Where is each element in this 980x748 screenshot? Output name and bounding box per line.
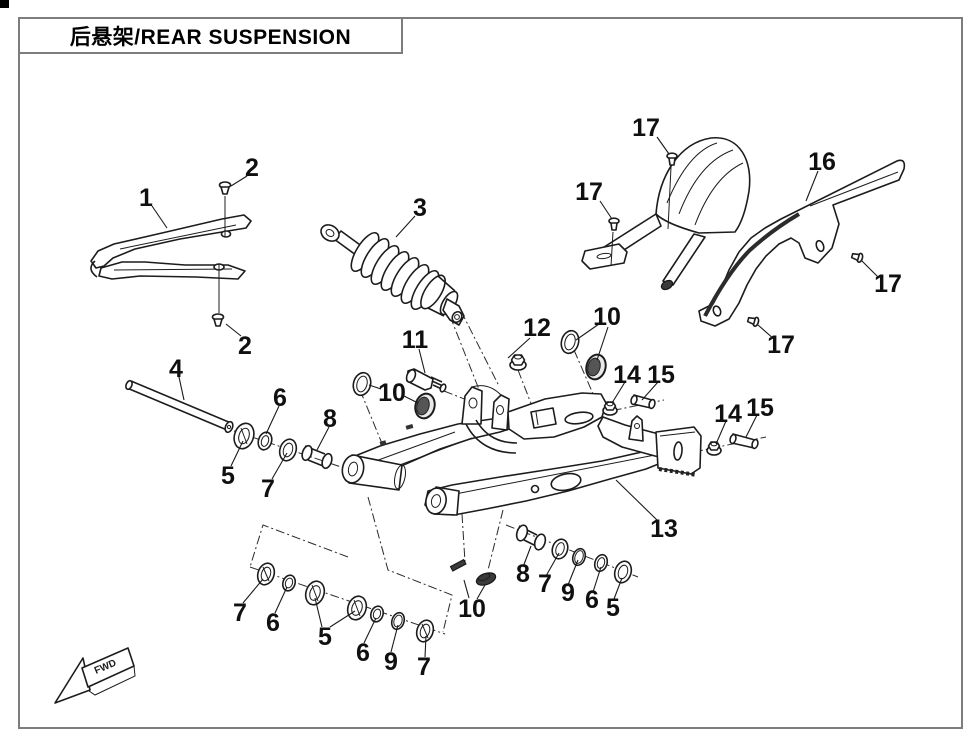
callout-leader-6d — [363, 617, 377, 644]
callout-7d: 7 — [417, 653, 431, 681]
callout-14a: 14 — [613, 361, 641, 389]
callout-15b: 15 — [746, 394, 774, 422]
callout-15a: 15 — [647, 361, 675, 389]
callout-leader-11 — [418, 348, 426, 374]
callout-6c: 6 — [266, 609, 280, 637]
callout-17d: 17 — [767, 331, 795, 359]
callout-3: 3 — [413, 194, 427, 222]
callout-5b: 5 — [606, 594, 620, 622]
callout-leader-10b — [575, 323, 600, 341]
callout-11: 11 — [402, 326, 429, 354]
callout-leader-17c — [860, 259, 879, 278]
callout-12: 12 — [523, 314, 551, 342]
callout-7c: 7 — [233, 599, 247, 627]
callout-5c: 5 — [318, 623, 332, 651]
callout-leader-10b — [596, 326, 609, 361]
corner-mark — [0, 0, 9, 8]
nut-pin-pair-rear — [706, 433, 759, 456]
callout-leader-6a — [265, 405, 280, 435]
callout-leader-2a — [230, 175, 248, 187]
swingarm — [341, 385, 702, 516]
seal-and-cap-right — [560, 329, 607, 381]
callout-leader-7d — [424, 635, 427, 658]
callout-14b: 14 — [714, 400, 742, 428]
callout-6a: 6 — [273, 384, 287, 412]
linkage-bolt — [405, 368, 447, 393]
page-title: 后悬架/REAR SUSPENSION — [69, 25, 352, 49]
callout-leader-6b — [592, 566, 602, 593]
linkage-nut — [509, 354, 527, 371]
callout-10a: 10 — [378, 379, 406, 407]
callout-leader-14b — [715, 420, 727, 445]
callout-leader-4 — [178, 376, 185, 401]
callout-leader-17d — [757, 324, 776, 341]
callout-leader-7b — [545, 552, 560, 577]
callout-leader-10c — [463, 579, 470, 599]
callout-10c: 10 — [458, 595, 486, 623]
callout-16: 16 — [808, 148, 836, 176]
callout-leader-10a — [403, 395, 419, 404]
callout-leader-17b — [599, 200, 613, 220]
callout-leader-6c — [274, 586, 288, 614]
callout-9b: 9 — [384, 648, 398, 676]
callout-17c: 17 — [874, 270, 902, 298]
shock-absorber — [320, 224, 465, 326]
callout-leader-5c — [329, 610, 356, 628]
bottom-mid-bushing-row — [449, 524, 633, 586]
callout-7b: 7 — [538, 570, 552, 598]
callout-leader-8b — [522, 545, 532, 568]
callout-leader-1 — [151, 205, 168, 229]
callout-6d: 6 — [356, 639, 370, 667]
callout-8a: 8 — [323, 405, 337, 433]
fwd-arrow: FWD — [54, 647, 136, 704]
drawing-border — [18, 17, 963, 729]
callout-leader-10a — [368, 384, 382, 390]
callout-leader-7c — [242, 578, 264, 604]
callout-17b: 17 — [575, 178, 603, 206]
guard-screws — [608, 152, 864, 328]
title-box: 后悬架/REAR SUSPENSION — [18, 17, 403, 54]
callout-10b: 10 — [593, 303, 621, 331]
callout-2b: 2 — [238, 332, 252, 360]
callout-leader-15a — [641, 381, 659, 401]
slider-screws — [211, 181, 232, 327]
callout-9a: 9 — [561, 579, 575, 607]
callout-leader-5a — [230, 440, 244, 467]
callout-leader-17a — [656, 136, 670, 155]
callout-leader-9b — [390, 624, 399, 653]
callout-leader-5c — [314, 597, 323, 628]
callout-leader-7a — [271, 452, 288, 480]
callout-leader-15b — [745, 414, 758, 438]
fender-chain-guard — [581, 137, 906, 327]
callout-leader-16 — [805, 170, 819, 202]
callout-leader-14a — [611, 381, 626, 404]
callout-leader-5b — [613, 577, 623, 600]
callout-leader-9a — [567, 559, 579, 586]
callout-leader-10c — [476, 584, 486, 600]
callout-13: 13 — [650, 515, 678, 543]
callout-leader-8a — [316, 426, 330, 451]
callout-4: 4 — [169, 355, 183, 383]
chain-slider — [90, 214, 252, 280]
callout-5a: 5 — [221, 462, 235, 490]
callout-6b: 6 — [585, 586, 599, 614]
pivot-shaft — [125, 379, 234, 434]
callout-leader-2b — [225, 323, 242, 337]
callout-leader-13 — [615, 479, 658, 521]
callout-8b: 8 — [516, 560, 530, 588]
nut-pin-pair-front — [602, 394, 656, 416]
callout-2a: 2 — [245, 154, 259, 182]
bottom-left-bushing-row — [256, 562, 435, 643]
callout-17a: 17 — [632, 114, 660, 142]
callout-leader-3 — [395, 215, 416, 238]
callout-leader-12 — [507, 337, 531, 359]
callout-1: 1 — [139, 184, 153, 212]
callout-7a: 7 — [261, 475, 275, 503]
seal-and-cap-left — [352, 371, 436, 420]
